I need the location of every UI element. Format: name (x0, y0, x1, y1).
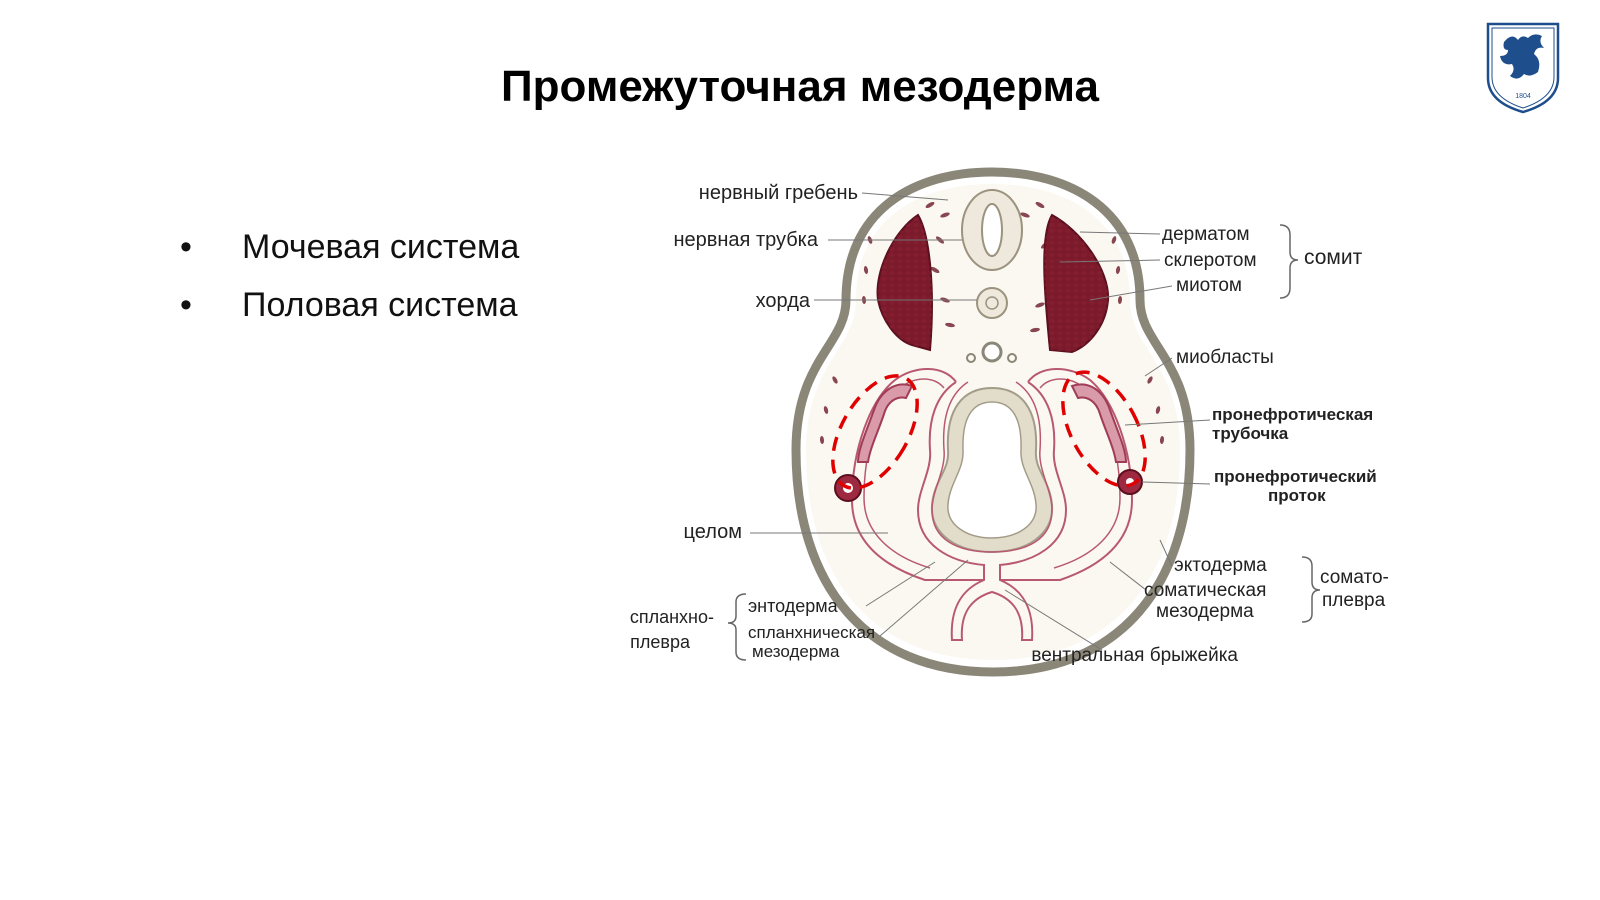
label-pronephric-duct-2: проток (1268, 486, 1326, 505)
pronephric-duct-right (1117, 469, 1143, 495)
somatic-mesoderm-left (850, 368, 984, 581)
bullet-text: Мочевая система (242, 228, 520, 266)
label-splanchnopleura-1: спланхно- (630, 607, 714, 627)
label-neural-tube: нервная трубка (673, 229, 818, 251)
somatic-mesoderm-right (1000, 368, 1134, 581)
label-somite: сомит (1304, 246, 1363, 269)
label-ectoderm: эктодерма (1174, 555, 1267, 576)
label-sclerotome: склеротом (1164, 250, 1257, 271)
label-somatic-2: мезодерма (1156, 601, 1254, 622)
label-myotome: миотом (1176, 275, 1242, 296)
label-pronephric-tubule-2: трубочка (1212, 424, 1289, 443)
highlight-right (1061, 370, 1147, 488)
label-neural-crest: нервный гребень (699, 182, 858, 204)
mesenchyme-cells (819, 201, 1165, 444)
pronephric-tubule-left (856, 383, 914, 463)
somite-left (876, 213, 933, 352)
label-chord: хорда (756, 290, 811, 312)
somite-right (1043, 213, 1110, 354)
label-splanchnic-2: мезодерма (752, 642, 840, 661)
label-endoderm: энтодерма (748, 596, 839, 616)
gut-tube (930, 386, 1054, 554)
notochord (976, 287, 1008, 319)
university-logo: 1804 (1486, 22, 1560, 114)
bullet-text: Половая система (242, 286, 518, 324)
label-splanchnopleura-2: плевра (630, 632, 691, 652)
pronephric-tubule-right (1070, 383, 1128, 463)
label-somatopleura-2: плевра (1322, 590, 1386, 611)
label-coelom: целом (684, 521, 742, 543)
neural-tube (961, 189, 1023, 271)
bullet-dot: • (180, 286, 192, 324)
label-somatic-1: соматическая (1144, 580, 1266, 601)
ectoderm-outline (791, 167, 1195, 677)
label-pronephric-duct-1: пронефротический (1214, 467, 1377, 486)
slide-title: Промежуточная мезодерма (501, 62, 1099, 111)
pronephric-duct-left (834, 474, 862, 502)
highlight-left (831, 374, 919, 490)
label-somatopleura-1: сомато- (1320, 567, 1389, 588)
label-dermatome: дерматом (1162, 224, 1250, 245)
logo-year: 1804 (1515, 93, 1531, 100)
label-splanchnic-1: спланхническая (748, 623, 875, 642)
griffin-emblem-icon (1500, 34, 1544, 79)
label-pronephric-tubule-1: пронефротическая (1212, 405, 1373, 424)
label-myoblasts: миобласты (1176, 347, 1274, 368)
dorsal-aorta (981, 341, 1003, 363)
bullet-dot: • (180, 228, 192, 266)
splanchnic-mesoderm (916, 381, 1068, 641)
label-ventral-mesentery: вентральная брыжейка (1031, 645, 1238, 666)
